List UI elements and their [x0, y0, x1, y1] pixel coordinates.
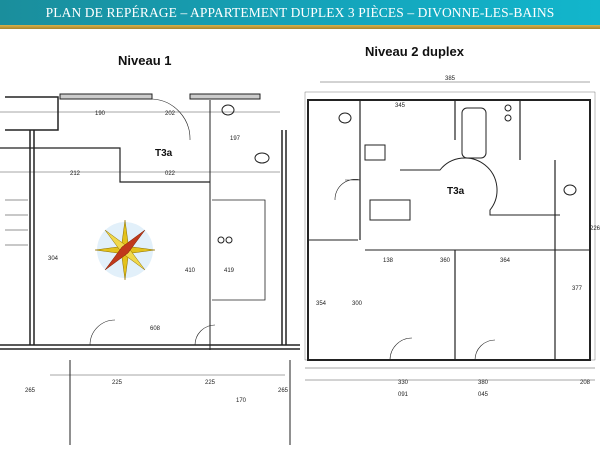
dim-label: 265 [278, 388, 289, 394]
level2-plan [304, 81, 596, 381]
header-accent-line [0, 25, 600, 29]
dim-label: 138 [383, 258, 394, 264]
dim-label: 360 [440, 258, 451, 264]
dim-label: 022 [165, 171, 176, 177]
dim-label: 265 [25, 388, 36, 394]
dim-label: 385 [445, 76, 456, 82]
dim-label: 045 [478, 392, 489, 398]
dim-label: 225 [205, 380, 216, 386]
dim-label: 300 [352, 301, 363, 307]
dim-label: 091 [398, 392, 409, 398]
page-title: PLAN DE REPÉRAGE – APPARTEMENT DUPLEX 3 … [45, 4, 555, 20]
dim-label: 330 [398, 380, 409, 386]
dim-label: 226 [590, 226, 600, 232]
level2-title: Niveau 2 duplex [365, 44, 464, 59]
dim-label: 354 [316, 301, 327, 307]
compass-rose-icon [94, 219, 156, 281]
dim-label: 608 [150, 326, 161, 332]
dim-label: 377 [572, 286, 583, 292]
dim-label: 190 [95, 111, 106, 117]
header-bar: PLAN DE REPÉRAGE – APPARTEMENT DUPLEX 3 … [0, 0, 600, 25]
dim-label: 197 [230, 136, 241, 142]
dim-label: 380 [478, 380, 489, 386]
dim-label: 304 [48, 256, 59, 262]
dim-label: 225 [112, 380, 123, 386]
level1-room-label: T3a [155, 148, 173, 159]
dim-label: 208 [580, 380, 591, 386]
dim-label: 212 [70, 171, 81, 177]
dim-label: 345 [395, 103, 406, 109]
level2-room-label: T3a [447, 186, 465, 197]
level1-plan [0, 93, 300, 445]
level1-title: Niveau 1 [118, 53, 172, 68]
dim-label: 170 [236, 398, 247, 404]
dim-label: 364 [500, 258, 511, 264]
dim-label: 419 [224, 268, 235, 274]
dim-label: 410 [185, 268, 196, 274]
dim-label: 202 [165, 111, 176, 117]
